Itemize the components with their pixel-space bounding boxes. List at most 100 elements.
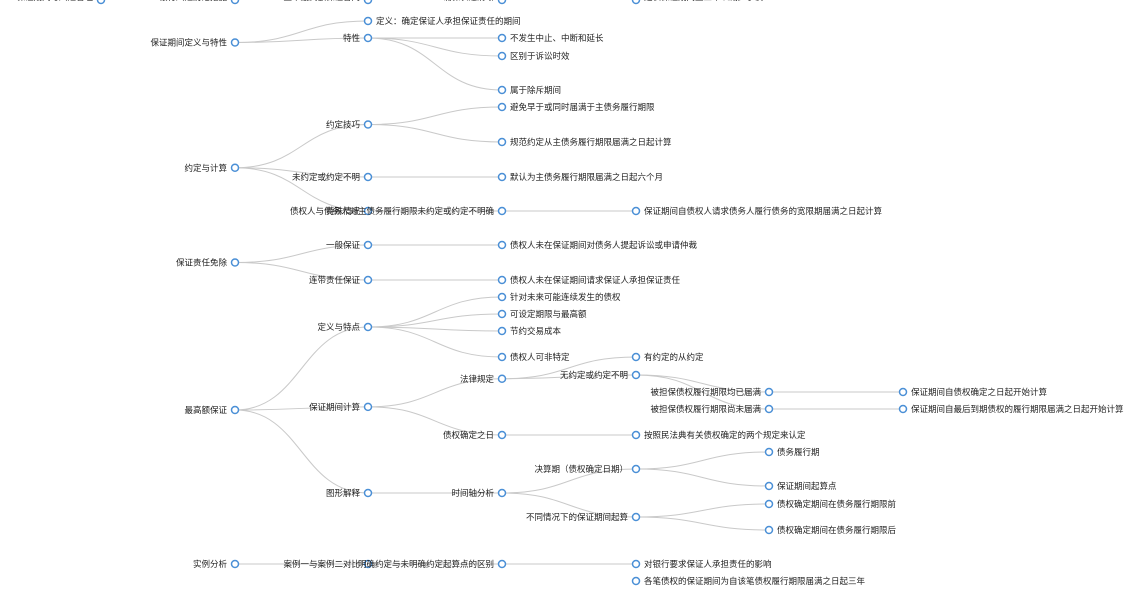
mindmap-node[interactable]: 默认为主债务履行期限届满之日起六个月: [497, 172, 664, 183]
node-toggle-circle[interactable]: [363, 488, 373, 498]
node-toggle-circle[interactable]: [497, 309, 507, 319]
mindmap-node[interactable]: 明确约定与未明确约定起算点的区别: [358, 559, 507, 570]
mindmap-node[interactable]: 保证责任免除: [176, 258, 240, 269]
mindmap-node[interactable]: 时间轴分析: [451, 488, 507, 499]
node-toggle-circle[interactable]: [631, 352, 641, 362]
mindmap-node[interactable]: 案例一与案例二对比: [283, 559, 373, 570]
mindmap-node[interactable]: 保证期间自债权人请求债务人履行债务的宽限期届满之日起计算: [631, 206, 883, 217]
mindmap-node[interactable]: 不发生中止、中断和延长: [497, 33, 605, 44]
mindmap-node[interactable]: 债权确定期间在债务履行期限后: [764, 525, 897, 536]
mindmap-node[interactable]: 保证期间自债权确定之日起开始计算: [898, 387, 1048, 398]
mindmap-node[interactable]: 被担保债权履行期限均已届满: [650, 387, 774, 398]
mindmap-node[interactable]: 连带责任保证: [309, 275, 373, 286]
mindmap-node[interactable]: 重审最高额保证合同: [283, 0, 373, 5]
mindmap-node[interactable]: 规范约定从主债务履行期限届满之日起计算: [497, 137, 673, 148]
node-toggle-circle[interactable]: [497, 102, 507, 112]
mindmap-node[interactable]: 未约定或约定不明: [292, 172, 373, 183]
node-toggle-circle[interactable]: [631, 206, 641, 216]
mindmap-node[interactable]: 有约定的从约定: [631, 352, 705, 363]
node-toggle-circle[interactable]: [230, 163, 240, 172]
node-toggle-circle[interactable]: [497, 33, 507, 43]
node-toggle-circle[interactable]: [497, 292, 507, 302]
mindmap-node[interactable]: 债权确定之日: [443, 430, 507, 441]
mindmap-node[interactable]: 债权人未在保证期间请求保证人承担保证责任: [497, 275, 681, 286]
node-toggle-circle[interactable]: [764, 481, 774, 491]
node-toggle-circle[interactable]: [497, 85, 507, 95]
node-toggle-circle[interactable]: [497, 374, 507, 383]
mindmap-node[interactable]: 避免早于或同时届满于主债务履行期限: [497, 102, 656, 113]
node-toggle-circle[interactable]: [497, 172, 507, 182]
mindmap-node[interactable]: 延长保证期间至三年以减少争议: [631, 0, 764, 5]
node-toggle-circle[interactable]: [363, 402, 373, 412]
node-toggle-circle[interactable]: [363, 240, 373, 250]
node-toggle-circle[interactable]: [363, 120, 373, 129]
mindmap-node[interactable]: 属于除斥期间: [497, 85, 562, 96]
node-toggle-circle[interactable]: [631, 512, 641, 522]
node-toggle-circle[interactable]: [764, 499, 774, 509]
node-toggle-circle[interactable]: [363, 559, 373, 569]
mindmap-node[interactable]: 约定与计算: [184, 163, 240, 174]
mindmap-node[interactable]: 对银行要求保证人承担责任的影响: [631, 559, 772, 570]
mindmap-node[interactable]: 银行风险防范措施: [159, 0, 240, 5]
node-toggle-circle[interactable]: [497, 275, 507, 285]
node-toggle-circle[interactable]: [631, 0, 641, 5]
mindmap-node[interactable]: 债权人可非特定: [497, 352, 571, 363]
mindmap-node[interactable]: 可设定期限与最高额: [497, 309, 588, 320]
node-toggle-circle[interactable]: [363, 275, 373, 285]
node-toggle-circle[interactable]: [631, 430, 641, 440]
mindmap-node[interactable]: 保证期间计算: [309, 402, 373, 413]
mindmap-node[interactable]: 被担保债权履行期限尚未届满: [650, 404, 774, 415]
node-toggle-circle[interactable]: [497, 352, 507, 362]
mindmap-node[interactable]: 法律规定: [460, 374, 507, 385]
mindmap-node[interactable]: 针对未来可能连续发生的债权: [497, 292, 622, 303]
mindmap-node[interactable]: 节约交易成本: [497, 326, 562, 337]
node-toggle-circle[interactable]: [764, 525, 774, 535]
mindmap-node[interactable]: 定义与特点: [317, 322, 373, 333]
mindmap-node[interactable]: 实例分析: [193, 559, 240, 570]
node-toggle-circle[interactable]: [898, 387, 908, 397]
node-toggle-circle[interactable]: [497, 240, 507, 250]
node-toggle-circle[interactable]: [497, 0, 507, 5]
mindmap-node[interactable]: 决算期（债权确定日期）: [534, 464, 641, 475]
mindmap-node[interactable]: 债权人未在保证期间对债务人提起诉讼或申请仲裁: [497, 240, 698, 251]
node-toggle-circle[interactable]: [230, 0, 240, 5]
node-toggle-circle[interactable]: [230, 405, 240, 415]
node-toggle-circle[interactable]: [497, 326, 507, 336]
mindmap-node[interactable]: 无约定或约定不明: [560, 370, 641, 381]
node-toggle-circle[interactable]: [363, 172, 373, 182]
mindmap-node[interactable]: 区别于诉讼时效: [497, 51, 571, 62]
node-toggle-circle[interactable]: [497, 137, 507, 147]
node-toggle-circle[interactable]: [631, 559, 641, 569]
node-toggle-circle[interactable]: [497, 488, 507, 498]
mindmap-node[interactable]: 保证期间自最后到期债权的履行期限届满之日起开始计算: [898, 404, 1125, 415]
node-toggle-circle[interactable]: [497, 430, 507, 440]
node-toggle-circle[interactable]: [764, 387, 774, 397]
node-toggle-circle[interactable]: [497, 206, 507, 216]
node-toggle-circle[interactable]: [230, 258, 240, 267]
mindmap-node[interactable]: 特殊情况: [326, 206, 373, 217]
node-toggle-circle[interactable]: [497, 559, 507, 569]
mindmap-node[interactable]: 债权确定期间在债务履行期限前: [764, 499, 897, 510]
mindmap-node[interactable]: 最高额保证: [184, 405, 240, 416]
node-toggle-circle[interactable]: [363, 33, 373, 43]
mindmap-node[interactable]: 保证期间定义与特性: [150, 38, 240, 49]
node-toggle-circle[interactable]: [764, 404, 774, 414]
mindmap-node[interactable]: 定义：确定保证人承担保证责任的期间: [363, 16, 521, 27]
node-toggle-circle[interactable]: [631, 576, 641, 586]
node-toggle-circle[interactable]: [764, 447, 774, 457]
mindmap-node[interactable]: 约定技巧: [326, 120, 373, 131]
node-toggle-circle[interactable]: [230, 559, 240, 569]
mindmap-node[interactable]: 债权人与债务人对主债务履行期限未约定或约定不明确: [290, 206, 507, 217]
mindmap-node[interactable]: 不同情况下的保证期间起算: [526, 512, 641, 523]
node-toggle-circle[interactable]: [363, 16, 373, 26]
mindmap-node[interactable]: 按照民法典有关债权确定的两个规定来认定: [631, 430, 807, 441]
node-toggle-circle[interactable]: [631, 370, 641, 380]
node-toggle-circle[interactable]: [96, 0, 106, 5]
mindmap-node[interactable]: 特性: [343, 33, 373, 44]
mindmap-node[interactable]: 确保表述清晰: [443, 0, 507, 5]
mindmap-node[interactable]: 各笔债权的保证期间为自该笔债权履行期限届满之日起三年: [631, 576, 866, 587]
node-toggle-circle[interactable]: [898, 404, 908, 414]
node-toggle-circle[interactable]: [363, 322, 373, 332]
mindmap-node[interactable]: 图形解释: [326, 488, 373, 499]
node-toggle-circle[interactable]: [631, 464, 641, 474]
